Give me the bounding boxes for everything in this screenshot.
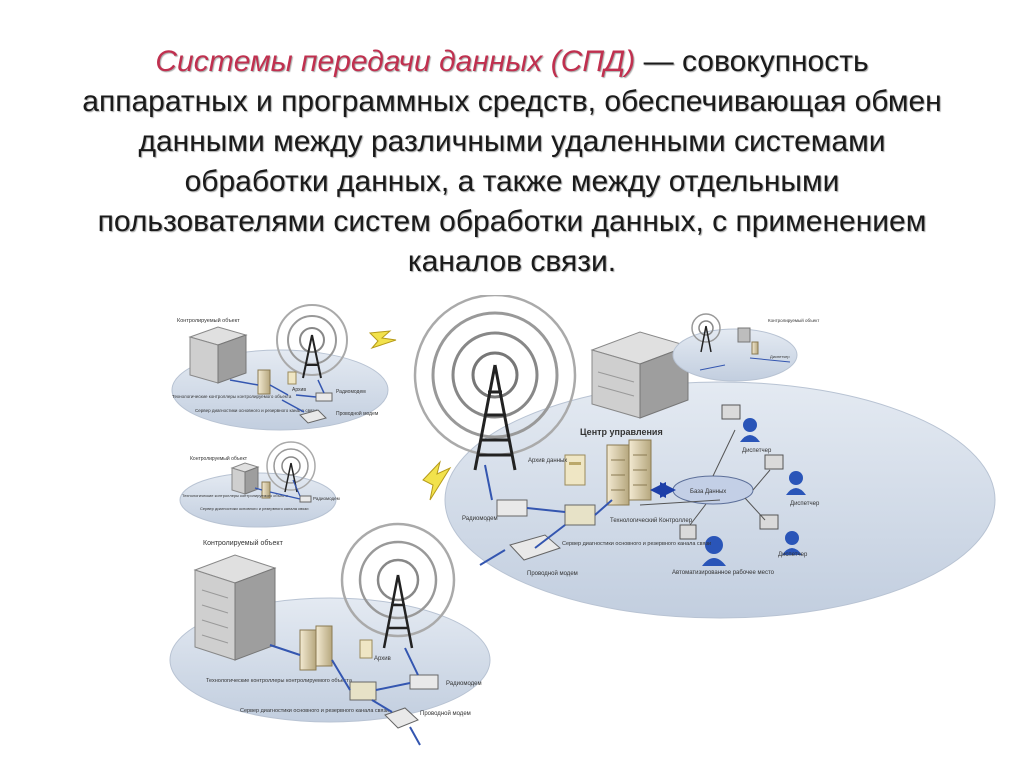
site-1-building-icon [188,326,248,384]
definition-line-3: данными между различными удаленными сист… [138,125,886,158]
site-3-wired-modem-icon [384,707,419,729]
site-3-tech-controller-label: Технологические контроллеры контролируем… [206,678,353,684]
definition-line-5: пользователями систем обработки данных, … [97,205,927,238]
center-tech-controller-label: Технологический Контроллер [610,517,693,524]
site-3-wired-modem-label: Проводной модем [420,710,471,717]
site-3-tower-icon [340,522,456,649]
site-1-tower-icon [276,304,348,379]
site-1-archive-label: Архив [292,387,306,393]
radio-tower-main [413,295,577,471]
site-2-object-label: Контролируемый объект [190,455,248,462]
site-1-object-label: Контролируемый объект [177,317,240,324]
site-2-building-icon [230,462,260,495]
site-1-radiomodem-icon [315,392,333,402]
site-3-radiomodem-label: Радиомодем [446,681,482,687]
site-3-server-icon [315,625,333,667]
database-icon: База Данных [672,475,754,505]
site-2-tech-controller-label: Технологические контроллеры контролируем… [182,493,289,498]
database-label: База Данных [690,489,726,495]
network-diagram: Центр управления Архив данных База Данны… [169,295,996,746]
site-1-server-icon [257,369,271,395]
control-center-title: Центр управления [580,427,663,437]
center-archive-label: Архив данных [528,458,567,464]
definition-term: Системы передачи данных (СПД) [155,45,636,78]
site-1-tech-controller-label: Технологические контроллеры контролируем… [172,394,292,399]
dispatcher-workstation-icon [759,514,802,555]
site-1-links [229,379,325,413]
site-3-server-icon [299,629,317,671]
wireless-signal-icon [368,330,397,350]
workstation-label: Автоматизированное рабочее место [672,570,775,576]
link-line [479,464,613,566]
dispatcher-2-label: Диспетчер [790,501,820,507]
topright-server-icon [751,341,759,355]
center-wired-modem-label: Проводной модем [527,570,578,577]
dispatcher-workstation-icon [764,454,806,495]
topright-object-label: Контролируемый объект [768,317,819,323]
site-1-wired-modem-label: Проводной модем [336,410,379,417]
site-2-links [254,479,301,500]
site-2-radiomodem-icon [299,495,312,503]
site-3-building-icon [193,554,277,661]
site-2-radiomodem-label: Радиомодем [313,496,340,501]
server-rack-icon [606,439,652,506]
definition-line-1-rest: — совокупность [643,45,869,78]
network-link [639,429,771,526]
site-2-diag-server-label: Сервер диагностики основного и резервног… [200,506,308,511]
site-3-archive-icon [359,639,373,659]
site-3-archive-label: Архив [374,656,391,662]
definition-line-4: обработки данных, а также между отдельны… [184,165,840,198]
site-3-links [269,644,421,746]
site-3-controller-icon [349,681,377,701]
topright-dispatcher-label: Диспетчер [770,354,790,359]
site-3-radiomodem-icon [409,674,439,690]
dispatcher-workstation-icon [721,404,760,442]
definition-line-2: аппаратных и программных средств, обеспе… [82,85,942,118]
tech-controller-icon [564,504,596,526]
site-3-object-label: Контролируемый объект [203,539,284,547]
topright-building-icon [737,327,751,343]
topright-links [699,357,791,371]
center-diag-server-label: Сервер диагностики основного и резервног… [562,541,711,547]
definition-line-1: Системы передачи данных (СПД) — совокупн… [0,42,1024,82]
center-radiomodem-label: Радиомодем [462,516,498,522]
workstation-icon [679,524,726,566]
dispatcher-3-label: Диспетчер [778,552,808,558]
radiomodem-icon [496,499,528,517]
site-1-diag-server-label: Сервер диагностики основного и резервног… [195,408,317,413]
definition-line-6: каналов связи. [407,245,617,278]
topright-tower-icon [691,313,721,353]
site-1-radiomodem-label: Радиомодем [336,389,366,395]
site-3-diag-server-label: Сервер диагностики основного и резервног… [240,708,389,714]
dispatcher-1-label: Диспетчер [742,448,772,454]
control-center-building-icon [590,331,690,419]
site-1-archive-icon [287,371,297,385]
wireless-signal-icon [422,460,452,501]
site-1-wired-modem-icon [299,409,327,424]
archive-server-icon [564,454,586,486]
